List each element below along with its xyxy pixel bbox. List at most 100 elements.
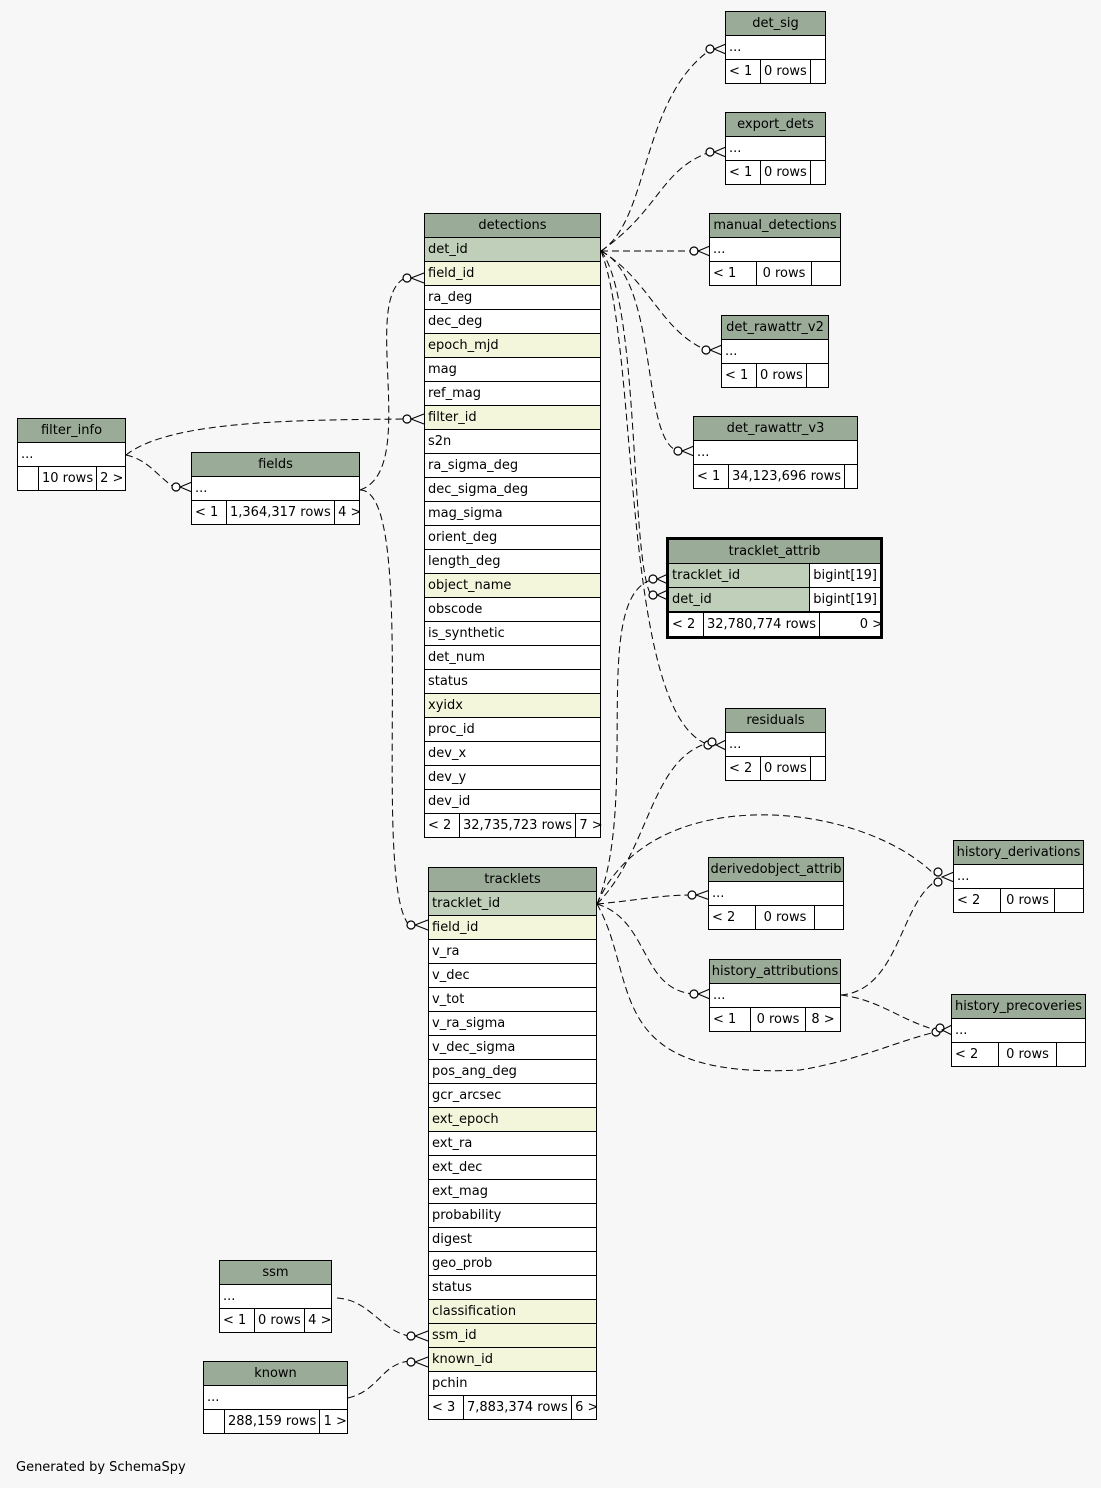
children-count[interactable] xyxy=(811,262,840,285)
table-title[interactable]: detections xyxy=(425,214,600,238)
column-ext_dec[interactable]: ext_dec xyxy=(429,1156,596,1180)
children-count[interactable] xyxy=(1056,1043,1085,1066)
table-history_attributions[interactable]: history_attributions ... < 1 0 rows 8 > xyxy=(709,959,841,1032)
column-v_dec_sigma[interactable]: v_dec_sigma xyxy=(429,1036,596,1060)
table-det_rawattr_v3[interactable]: det_rawattr_v3 ... < 1 34,123,696 rows xyxy=(693,416,858,489)
table-title[interactable]: history_precoveries xyxy=(952,995,1085,1019)
table-title[interactable]: tracklets xyxy=(429,868,596,892)
column-length_deg[interactable]: length_deg xyxy=(425,550,600,574)
table-title[interactable]: det_rawattr_v3 xyxy=(694,417,857,441)
column-field_id[interactable]: field_id xyxy=(425,262,600,286)
column-known_id[interactable]: known_id xyxy=(429,1348,596,1372)
column-xyidx[interactable]: xyidx xyxy=(425,694,600,718)
column-proc_id[interactable]: proc_id xyxy=(425,718,600,742)
table-title[interactable]: derivedobject_attrib xyxy=(709,858,843,882)
table-manual_detections[interactable]: manual_detections ... < 1 0 rows xyxy=(709,213,841,286)
column-det_num[interactable]: det_num xyxy=(425,646,600,670)
column-v_ra[interactable]: v_ra xyxy=(429,940,596,964)
column-s2n[interactable]: s2n xyxy=(425,430,600,454)
column-filter_id[interactable]: filter_id xyxy=(425,406,600,430)
column-dev_y[interactable]: dev_y xyxy=(425,766,600,790)
parents-count[interactable]: < 1 xyxy=(195,505,219,520)
column-ext_epoch[interactable]: ext_epoch xyxy=(429,1108,596,1132)
children-count[interactable]: 7 > xyxy=(574,814,606,837)
children-count[interactable]: 4 > xyxy=(333,501,365,524)
parents-count[interactable]: < 2 xyxy=(957,893,981,908)
parents-count[interactable]: < 1 xyxy=(729,165,753,180)
column-pos_ang_deg[interactable]: pos_ang_deg xyxy=(429,1060,596,1084)
children-count[interactable] xyxy=(809,60,839,83)
children-count[interactable]: 0 > xyxy=(818,613,886,636)
column-ellipsis[interactable]: ... xyxy=(204,1386,347,1410)
children-count[interactable] xyxy=(1054,889,1083,912)
column-ext_mag[interactable]: ext_mag xyxy=(429,1180,596,1204)
table-title[interactable]: tracklet_attrib xyxy=(669,540,880,564)
table-title[interactable]: filter_info xyxy=(18,419,125,443)
column-ellipsis[interactable]: ... xyxy=(954,865,1083,889)
children-count[interactable]: 8 > xyxy=(805,1008,840,1031)
column-dec_deg[interactable]: dec_deg xyxy=(425,310,600,334)
table-title[interactable]: history_attributions xyxy=(710,960,840,984)
table-title[interactable]: export_dets xyxy=(726,113,825,137)
column-ellipsis[interactable]: ... xyxy=(710,984,840,1008)
children-count[interactable]: 2 > xyxy=(96,467,125,490)
column-ellipsis[interactable]: ... xyxy=(726,137,825,161)
column-gcr_arcsec[interactable]: gcr_arcsec xyxy=(429,1084,596,1108)
table-det_rawattr_v2[interactable]: det_rawattr_v2 ... < 1 0 rows xyxy=(721,315,829,388)
column-ellipsis[interactable]: ... xyxy=(952,1019,1085,1043)
column-obscode[interactable]: obscode xyxy=(425,598,600,622)
table-title[interactable]: ssm xyxy=(220,1261,331,1285)
table-det_sig[interactable]: det_sig ... < 1 0 rows xyxy=(725,11,826,84)
table-export_dets[interactable]: export_dets ... < 1 0 rows xyxy=(725,112,826,185)
column-ra_sigma_deg[interactable]: ra_sigma_deg xyxy=(425,454,600,478)
column-probability[interactable]: probability xyxy=(429,1204,596,1228)
column-ellipsis[interactable]: ... xyxy=(192,477,359,501)
children-count[interactable] xyxy=(843,465,873,488)
column-is_synthetic[interactable]: is_synthetic xyxy=(425,622,600,646)
table-title[interactable]: det_sig xyxy=(726,12,825,36)
children-count[interactable] xyxy=(809,161,839,184)
column-status[interactable]: status xyxy=(425,670,600,694)
column-ellipsis[interactable]: ... xyxy=(722,340,828,364)
column-dev_x[interactable]: dev_x xyxy=(425,742,600,766)
table-known[interactable]: known ... 288,159 rows 1 > xyxy=(203,1361,348,1434)
column-ellipsis[interactable]: ... xyxy=(18,443,125,467)
table-title[interactable]: history_derivations xyxy=(954,841,1083,865)
parents-count[interactable]: < 2 xyxy=(672,617,696,632)
generated-by-footer[interactable]: Generated by SchemaSpy xyxy=(16,1460,186,1475)
children-count[interactable] xyxy=(814,906,843,929)
column-tracklet_id[interactable]: tracklet_id xyxy=(429,892,596,916)
table-title[interactable]: residuals xyxy=(726,709,825,733)
parents-count[interactable]: < 1 xyxy=(713,266,737,281)
parents-count[interactable]: < 1 xyxy=(697,469,721,484)
table-derivedobject_attrib[interactable]: derivedobject_attrib ... < 2 0 rows xyxy=(708,857,844,930)
column-det_id[interactable]: det_id xyxy=(425,238,600,262)
column-dev_id[interactable]: dev_id xyxy=(425,790,600,813)
column-mag[interactable]: mag xyxy=(425,358,600,382)
parents-count[interactable]: < 2 xyxy=(729,761,753,776)
column-classification[interactable]: classification xyxy=(429,1300,596,1324)
parents-count[interactable]: < 3 xyxy=(432,1400,456,1415)
column-ext_ra[interactable]: ext_ra xyxy=(429,1132,596,1156)
column-epoch_mjd[interactable]: epoch_mjd xyxy=(425,334,600,358)
column-ellipsis[interactable]: ... xyxy=(709,882,843,906)
table-title[interactable]: fields xyxy=(192,453,359,477)
table-history_precoveries[interactable]: history_precoveries ... < 2 0 rows xyxy=(951,994,1086,1067)
children-count[interactable]: 6 > xyxy=(570,1396,602,1419)
column-v_dec[interactable]: v_dec xyxy=(429,964,596,988)
table-residuals[interactable]: residuals ... < 2 0 rows xyxy=(725,708,826,781)
column-field_id[interactable]: field_id xyxy=(429,916,596,940)
column-det_id[interactable]: det_id bigint[19] xyxy=(669,588,880,612)
column-tracklet_id[interactable]: tracklet_id bigint[19] xyxy=(669,564,880,588)
table-title[interactable]: det_rawattr_v2 xyxy=(722,316,828,340)
children-count[interactable] xyxy=(809,757,839,780)
column-geo_prob[interactable]: geo_prob xyxy=(429,1252,596,1276)
column-orient_deg[interactable]: orient_deg xyxy=(425,526,600,550)
parents-count[interactable]: < 2 xyxy=(955,1047,979,1062)
column-pchin[interactable]: pchin xyxy=(429,1372,596,1395)
table-filter_info[interactable]: filter_info ... 10 rows 2 > xyxy=(17,418,126,491)
parents-count[interactable]: < 2 xyxy=(712,910,736,925)
table-tracklet_attrib[interactable]: tracklet_attrib tracklet_id bigint[19] d… xyxy=(666,537,883,639)
table-title[interactable]: manual_detections xyxy=(710,214,840,238)
column-ra_deg[interactable]: ra_deg xyxy=(425,286,600,310)
